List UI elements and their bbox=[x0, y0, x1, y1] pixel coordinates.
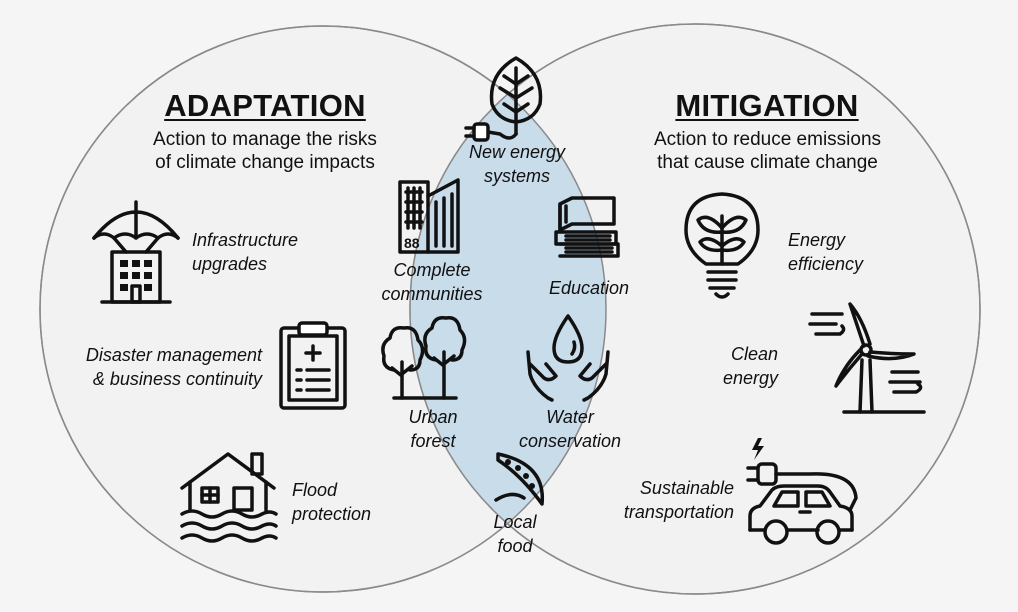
adaptation-subtitle: Action to manage the risks of climate ch… bbox=[153, 129, 377, 173]
wind-turbine-icon bbox=[806, 300, 926, 418]
svg-text:88: 88 bbox=[404, 235, 420, 251]
books-icon bbox=[552, 194, 624, 260]
mitigation-subtitle: Action to reduce emissions that cause cl… bbox=[653, 129, 882, 173]
complete-communities-label: Complete communities bbox=[381, 260, 483, 304]
flooded-house-icon bbox=[178, 448, 278, 544]
local-food-label: Local food bbox=[493, 512, 537, 556]
clean-energy-label: Clean energy bbox=[722, 344, 778, 388]
urban-forest-label: Urban forest bbox=[408, 407, 458, 451]
leaf-plug-icon bbox=[464, 54, 554, 142]
disaster-management-label: Disaster management & business continuit… bbox=[85, 345, 262, 389]
clipboard-icon bbox=[277, 320, 349, 412]
adaptation-title: ADAPTATION bbox=[164, 88, 366, 123]
electric-car-icon bbox=[744, 436, 864, 548]
infrastructure-upgrades-label: Infrastructure upgrades bbox=[192, 230, 299, 274]
lightbulb-plant-icon bbox=[682, 190, 762, 302]
water-hands-icon bbox=[522, 312, 614, 404]
umbrella-building-icon bbox=[90, 194, 182, 308]
flood-protection-label: Flood protection bbox=[292, 480, 372, 524]
energy-efficiency-label: Energy efficiency bbox=[788, 230, 864, 274]
sustainable-transportation-label: Sustainable transportation bbox=[623, 478, 734, 522]
trees-icon bbox=[380, 310, 472, 402]
buildings-icon: 88 bbox=[396, 176, 466, 256]
water-conservation-label: Water conservation bbox=[518, 407, 622, 451]
mitigation-title: MITIGATION bbox=[675, 88, 859, 123]
pea-pod-icon bbox=[492, 450, 548, 510]
overlap-region bbox=[410, 26, 606, 592]
education-label: Education bbox=[548, 278, 630, 298]
new-energy-systems-label: New energy systems bbox=[468, 142, 566, 186]
